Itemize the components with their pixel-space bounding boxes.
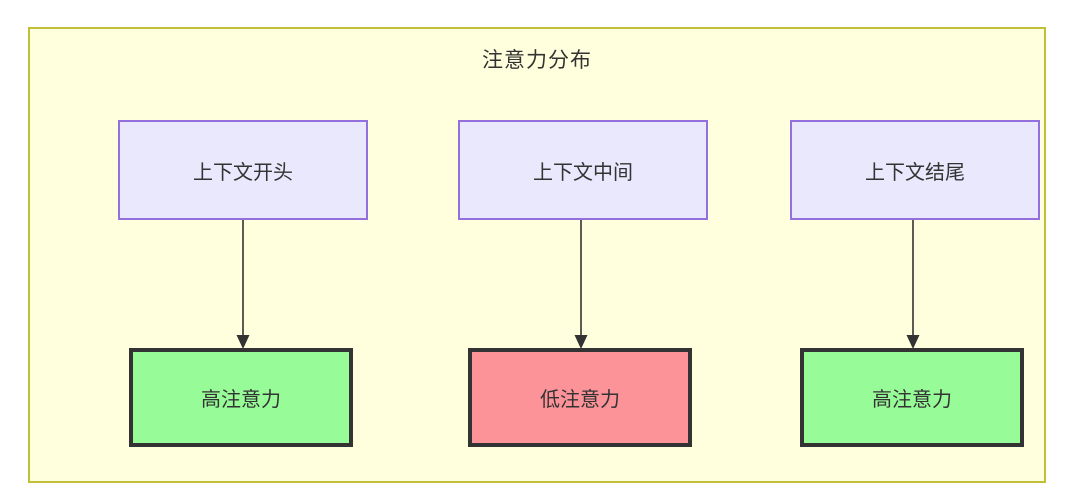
edge-context-end-to-attention [905,220,921,350]
edge-context-middle-to-attention [573,220,589,350]
edge-context-start-to-attention [235,220,251,350]
arrow-down-icon [906,220,920,349]
node-context-start[interactable]: 上下文开头 [118,120,368,220]
arrow-down-icon [236,220,250,349]
node-context-end[interactable]: 上下文结尾 [790,120,1040,220]
node-attention-low-middle[interactable]: 低注意力 [468,348,692,447]
attention-distribution-subgraph: 注意力分布 上下文开头 高注意力 上下文中间 [28,27,1046,483]
node-attention-high-end[interactable]: 高注意力 [800,348,1024,447]
node-label: 上下文中间 [533,161,633,184]
arrow-down-icon [574,220,588,349]
node-attention-high-start[interactable]: 高注意力 [129,348,353,447]
subgraph-title: 注意力分布 [482,49,592,72]
node-label: 上下文结尾 [865,161,965,184]
node-label: 上下文开头 [193,161,293,184]
node-label: 低注意力 [540,389,620,411]
node-label: 高注意力 [872,389,952,411]
node-label: 高注意力 [201,389,281,411]
node-context-middle[interactable]: 上下文中间 [458,120,708,220]
